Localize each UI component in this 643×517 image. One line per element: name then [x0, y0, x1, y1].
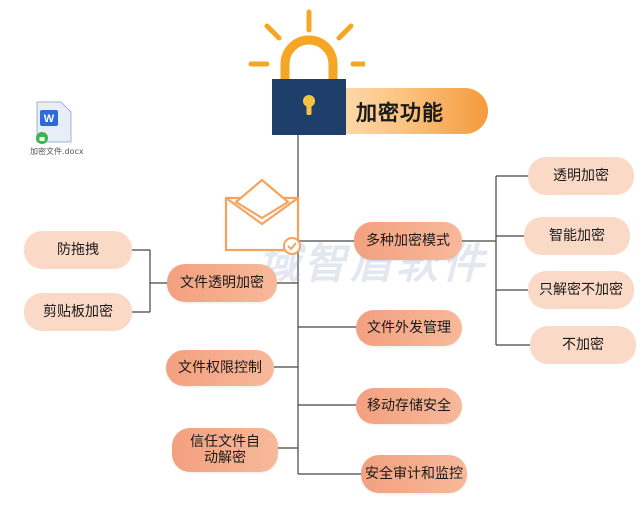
branch-encryption-modes[interactable]: 多种加密模式 [354, 222, 462, 260]
sun-rays-icon [248, 9, 365, 80]
envelope-icon [224, 178, 301, 255]
branch-permission-control[interactable]: 文件权限控制 [166, 350, 274, 386]
branch-outbound-management[interactable]: 文件外发管理 [356, 310, 462, 346]
branch-security-audit[interactable]: 安全审计和监控 [361, 455, 467, 493]
feature-clipboard-encryption[interactable]: 剪贴板加密 [24, 293, 132, 331]
feature-anti-drag[interactable]: 防拖拽 [24, 231, 132, 269]
branch-removable-storage[interactable]: 移动存储安全 [356, 388, 462, 424]
branch-transparent-encryption[interactable]: 文件透明加密 [167, 264, 277, 302]
word-file-icon: W [34, 100, 74, 148]
branch-trusted-auto-decrypt[interactable]: 信任文件自动解密 [172, 428, 278, 472]
file-name-label: 加密文件.docx [30, 147, 84, 156]
svg-text:W: W [44, 113, 55, 125]
mode-smart[interactable]: 智能加密 [524, 217, 630, 255]
lock-icon [272, 79, 346, 135]
mode-no-encrypt[interactable]: 不加密 [530, 326, 636, 364]
root-title: 加密功能 [356, 101, 444, 125]
mode-decrypt-only[interactable]: 只解密不加密 [528, 271, 634, 309]
mode-transparent[interactable]: 透明加密 [528, 157, 634, 195]
